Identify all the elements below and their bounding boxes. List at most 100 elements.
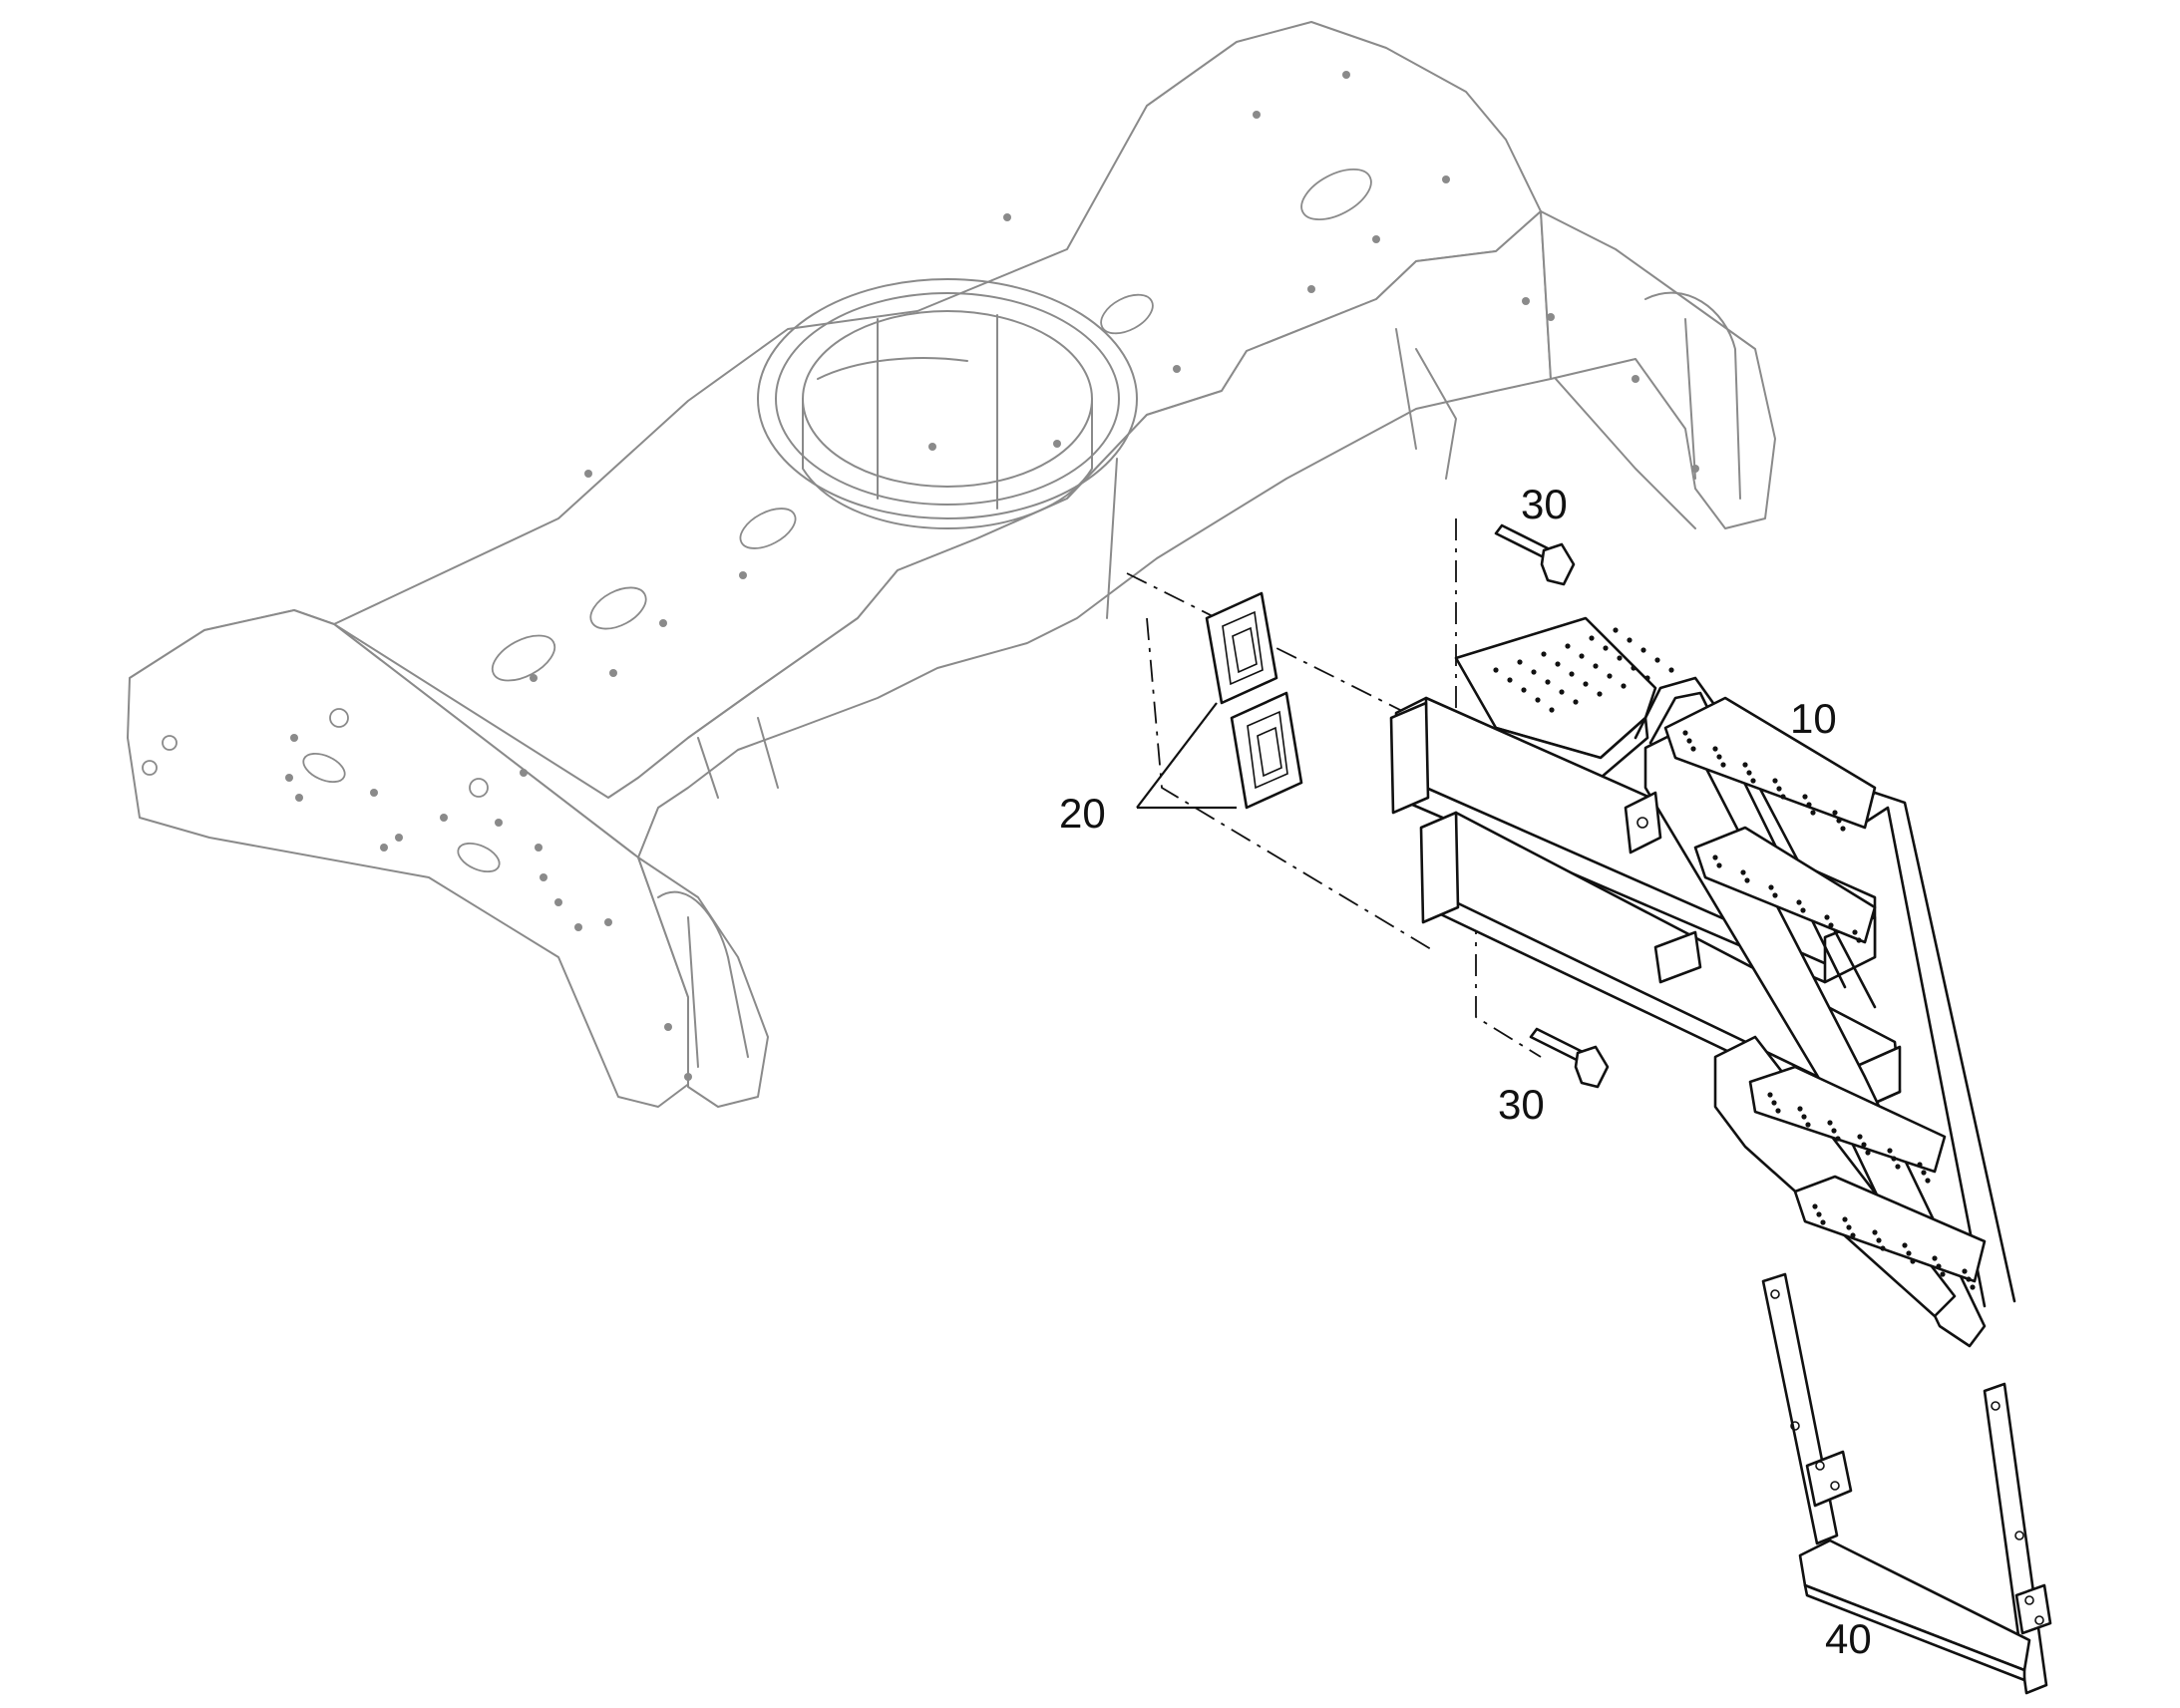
perforation [1797, 1106, 1803, 1112]
stair-assembly [1389, 616, 2016, 1348]
perforation [1640, 647, 1646, 653]
perforation [1607, 673, 1613, 679]
perforation [1824, 914, 1830, 920]
perforation [1835, 1136, 1841, 1142]
perforation [1936, 1263, 1942, 1269]
perforation [1613, 627, 1619, 633]
perforation [1810, 810, 1816, 816]
perforation [1740, 869, 1746, 875]
perforation [1579, 653, 1585, 659]
perforation [1852, 929, 1858, 935]
perforation [1872, 1229, 1878, 1235]
perforation [1932, 1255, 1938, 1261]
perforation [1831, 1128, 1837, 1134]
callout-30-upper: 30 [1521, 481, 1568, 527]
perforation [1603, 645, 1609, 651]
perforation [1921, 1170, 1927, 1176]
frame-bolt-holes [285, 71, 1699, 1081]
perforation [1970, 1284, 1976, 1290]
perforation [1940, 1271, 1946, 1277]
frame-bolt-hole [370, 789, 378, 797]
frame-bolt-hole [1632, 375, 1639, 383]
frame-bolt-hole [1691, 465, 1699, 473]
frame-bolt-hole [659, 619, 667, 627]
perforation [1627, 637, 1633, 643]
perforation [1801, 1114, 1807, 1120]
frame-bolt-hole [1307, 285, 1315, 293]
perforation [1840, 826, 1846, 832]
perforation [1887, 1148, 1893, 1154]
perforation [1917, 1162, 1923, 1168]
perforation [1776, 786, 1782, 792]
frame-bolt-hole [739, 571, 747, 579]
frame-bolt-hole [554, 898, 562, 906]
perforation [1720, 762, 1726, 768]
perforation [1742, 762, 1748, 768]
perforation [1780, 794, 1786, 800]
frame-bolt-hole [535, 844, 543, 852]
perforation [1565, 643, 1571, 649]
frame-bolt-hole [1442, 175, 1450, 183]
frame-bolt-hole [395, 834, 403, 842]
perforation [1716, 754, 1722, 760]
perforation [1925, 1178, 1931, 1184]
frame-bolt-hole [609, 669, 617, 677]
perforation [1541, 651, 1547, 657]
frame-bolt-hole [1003, 213, 1011, 221]
perforation [1573, 699, 1579, 705]
perforation [1816, 1211, 1822, 1217]
perforation [1906, 1250, 1912, 1256]
perforation [1682, 730, 1688, 736]
perforation [1631, 665, 1636, 671]
perforation [1686, 738, 1692, 744]
perforation [1644, 675, 1650, 681]
perforation [1555, 661, 1561, 667]
frame-bolt-hole [584, 470, 592, 478]
frame-bolt-hole [1053, 440, 1061, 448]
callout-10: 10 [1790, 695, 1837, 742]
perforation [1750, 778, 1756, 784]
callout-40: 40 [1825, 1615, 1872, 1662]
perforation [1800, 907, 1806, 913]
perforation [1712, 746, 1718, 752]
perforation [1597, 691, 1603, 697]
perforation [1836, 818, 1842, 824]
perforation [1771, 1100, 1777, 1106]
frame-bolt-hole [290, 734, 298, 742]
perforation [1593, 663, 1599, 669]
frame-bolt-hole [1253, 111, 1261, 119]
perforation [1856, 937, 1862, 943]
frame-bolt-hole [540, 873, 547, 881]
perforation [1746, 770, 1752, 776]
perforation [1545, 679, 1551, 685]
perforation [1535, 697, 1541, 703]
perforation [1891, 1156, 1897, 1162]
frame-bolt-hole [495, 819, 503, 827]
frame-bolt-hole [295, 794, 303, 802]
perforation [1507, 677, 1513, 683]
perforation [1895, 1164, 1901, 1170]
perforation [1806, 802, 1812, 808]
perforation [1796, 899, 1802, 905]
stair-perforations [1493, 627, 1997, 1651]
frame-bolt-hole [1547, 313, 1555, 321]
perforation [1820, 1219, 1826, 1225]
frame-bolt-hole [530, 674, 538, 682]
perforation [1876, 1237, 1882, 1243]
perforation [1712, 854, 1718, 860]
perforation [1767, 1092, 1773, 1098]
perforation [1805, 1122, 1811, 1128]
bolt-upper-icon [1494, 523, 1576, 586]
frame-bolt-hole [285, 774, 293, 782]
perforation [1621, 683, 1627, 689]
main-frame [127, 21, 1776, 1108]
perforation [1768, 884, 1774, 890]
perforation [1654, 657, 1660, 663]
perforation [1521, 687, 1527, 693]
perforation [1493, 667, 1499, 673]
lower-step-assembly [1761, 1272, 2052, 1695]
spacer-plate-lower [1230, 691, 1303, 810]
perforation [1832, 810, 1838, 816]
frame-bolt-hole [574, 923, 582, 931]
